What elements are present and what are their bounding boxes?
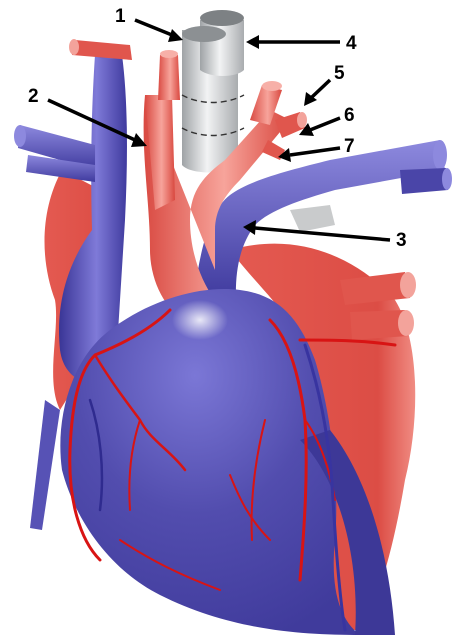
left-red-branches [69,39,132,60]
pointer-1 [135,20,183,42]
label-7: 7 [344,136,355,157]
label-5: 5 [334,63,345,84]
label-2: 2 [28,86,39,107]
label-6: 6 [344,105,355,126]
pointer-5 [304,80,330,106]
label-4: 4 [346,33,357,54]
pointer-4 [246,35,340,49]
label-3: 3 [396,230,407,251]
label-1: 1 [115,6,126,27]
